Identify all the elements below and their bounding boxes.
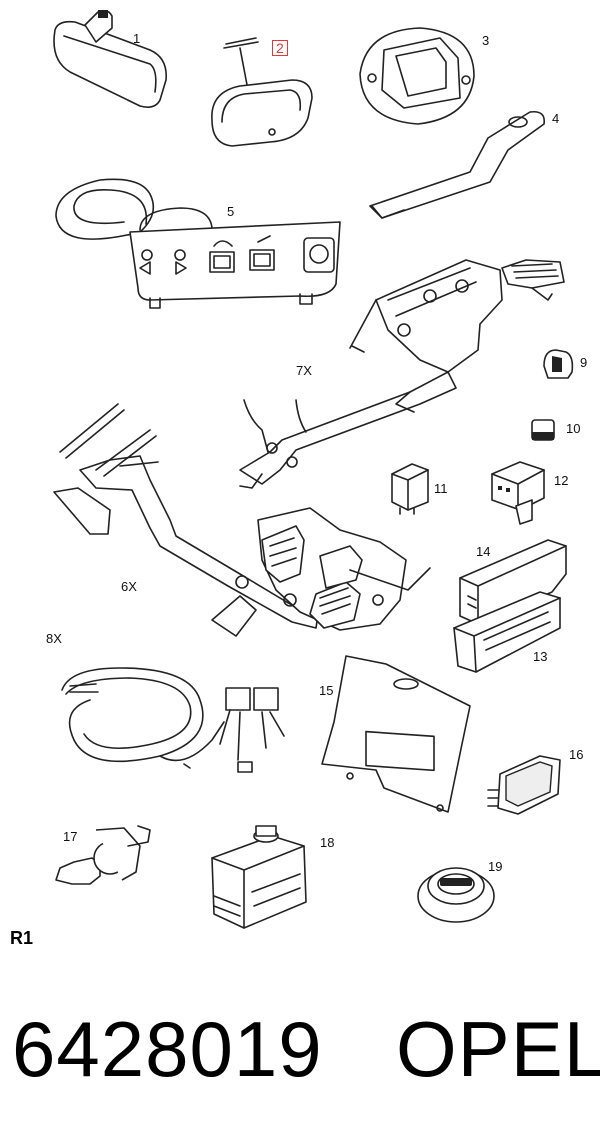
part-number: 6428019	[12, 1005, 323, 1093]
label-part-13[interactable]: 13	[533, 649, 548, 664]
label-part-14[interactable]: 14	[476, 544, 491, 559]
part-12-relay	[491, 461, 545, 525]
part-9-grommet	[543, 349, 574, 379]
part-17-bulb	[55, 825, 151, 885]
part-10-switch	[531, 419, 555, 441]
part-13-control-unit	[453, 591, 561, 673]
label-part-7x[interactable]: 7X	[296, 363, 312, 378]
part-3-mirror-bracket	[359, 27, 475, 125]
label-part-12[interactable]: 12	[554, 473, 569, 488]
label-part-11[interactable]: 11	[434, 481, 448, 496]
part-7x-pedal-assembly	[239, 259, 565, 489]
part-1-interior-mirror	[53, 9, 167, 108]
part-4-bracket-plate	[369, 110, 546, 219]
label-part-5[interactable]: 5	[227, 204, 235, 219]
label-part-6x[interactable]: 6X	[121, 579, 137, 594]
label-part-15[interactable]: 15	[319, 683, 334, 698]
label-part-9[interactable]: 9	[580, 355, 588, 370]
part-16-lamp	[487, 755, 561, 815]
part-6x-pedal-assembly	[53, 403, 431, 637]
label-part-10[interactable]: 10	[566, 421, 581, 436]
part-15-bracket	[321, 655, 471, 813]
region-code: R1	[10, 928, 34, 948]
part-18-fuse-box	[211, 825, 307, 929]
part-8x-wiring-harness	[61, 667, 285, 773]
label-part-4[interactable]: 4	[552, 111, 560, 126]
part-2-interior-mirror	[211, 37, 313, 147]
part-5-switch-panel	[55, 178, 341, 309]
label-part-2-highlighted[interactable]: 2	[272, 40, 288, 56]
label-part-3[interactable]: 3	[482, 33, 490, 48]
part-19-socket	[417, 867, 495, 923]
label-part-19[interactable]: 19	[488, 859, 503, 874]
part-14-control-unit	[459, 539, 567, 625]
label-part-8x[interactable]: 8X	[46, 631, 62, 646]
label-part-1[interactable]: 1	[133, 31, 141, 46]
part-11-relay	[391, 463, 429, 515]
label-part-18[interactable]: 18	[320, 835, 335, 850]
label-part-17[interactable]: 17	[63, 829, 78, 844]
brand-name: OPEL	[396, 1005, 600, 1093]
label-part-16[interactable]: 16	[569, 747, 584, 762]
